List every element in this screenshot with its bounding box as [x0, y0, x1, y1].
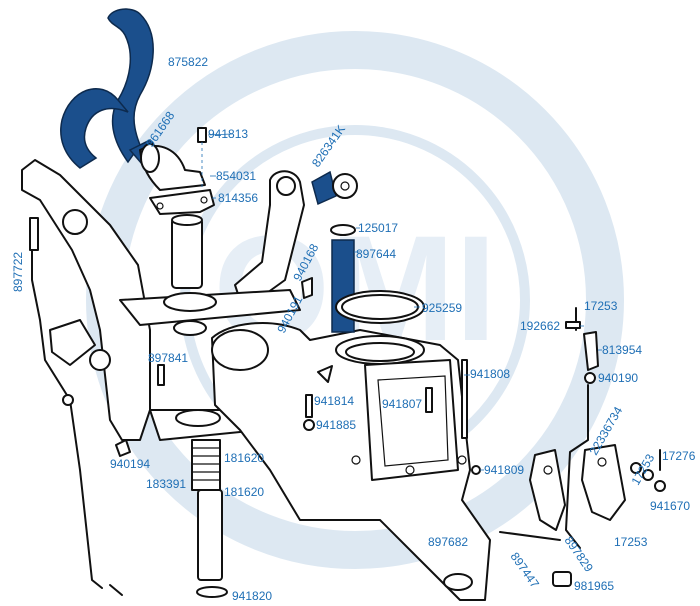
label-897682: 897682	[428, 535, 468, 549]
right-bracket-assembly	[499, 307, 666, 587]
label-897722: 897722	[11, 252, 25, 292]
exhaust-elbow	[139, 127, 215, 215]
trim-bolt	[311, 170, 358, 206]
label-875822: 875822	[168, 55, 208, 69]
label-941820: 941820	[232, 589, 272, 603]
tilt-tube	[330, 224, 425, 333]
label-813954: 813954	[602, 343, 642, 357]
label-941670: 941670	[650, 499, 690, 513]
label-181620-upper: 181620	[224, 451, 264, 465]
label-897829: 897829	[562, 534, 597, 575]
label-17253-top: 17253	[584, 299, 618, 313]
label-941807: 941807	[382, 397, 422, 411]
label-940190: 940190	[598, 371, 638, 385]
label-125017: 125017	[358, 221, 398, 235]
label-981965: 981965	[574, 579, 614, 593]
label-941808: 941808	[470, 367, 510, 381]
label-897447: 897447	[508, 550, 543, 591]
main-housing	[211, 322, 491, 601]
label-814356: 814356	[218, 191, 258, 205]
label-925259: 925259	[422, 301, 462, 315]
small-bolts	[29, 217, 481, 475]
upper-pivot-tube	[171, 214, 207, 336]
label-941809: 941809	[484, 463, 524, 477]
label-897841: 897841	[148, 351, 188, 365]
label-192662: 192662	[520, 319, 560, 333]
label-17253-bottom: 17253	[614, 535, 648, 549]
label-941885: 941885	[316, 418, 356, 432]
label-897644: 897644	[356, 247, 396, 261]
leader-lines	[207, 133, 602, 471]
left-linkage-rod	[31, 249, 123, 596]
label-183391: 183391	[146, 477, 186, 491]
label-17276: 17276	[662, 449, 696, 463]
label-181620-lower: 181620	[224, 485, 264, 499]
label-854031: 854031	[216, 169, 256, 183]
label-941814: 941814	[314, 394, 354, 408]
lower-pivot-shaft	[191, 439, 228, 598]
label-941813: 941813	[208, 127, 248, 141]
label-940194: 940194	[110, 457, 150, 471]
